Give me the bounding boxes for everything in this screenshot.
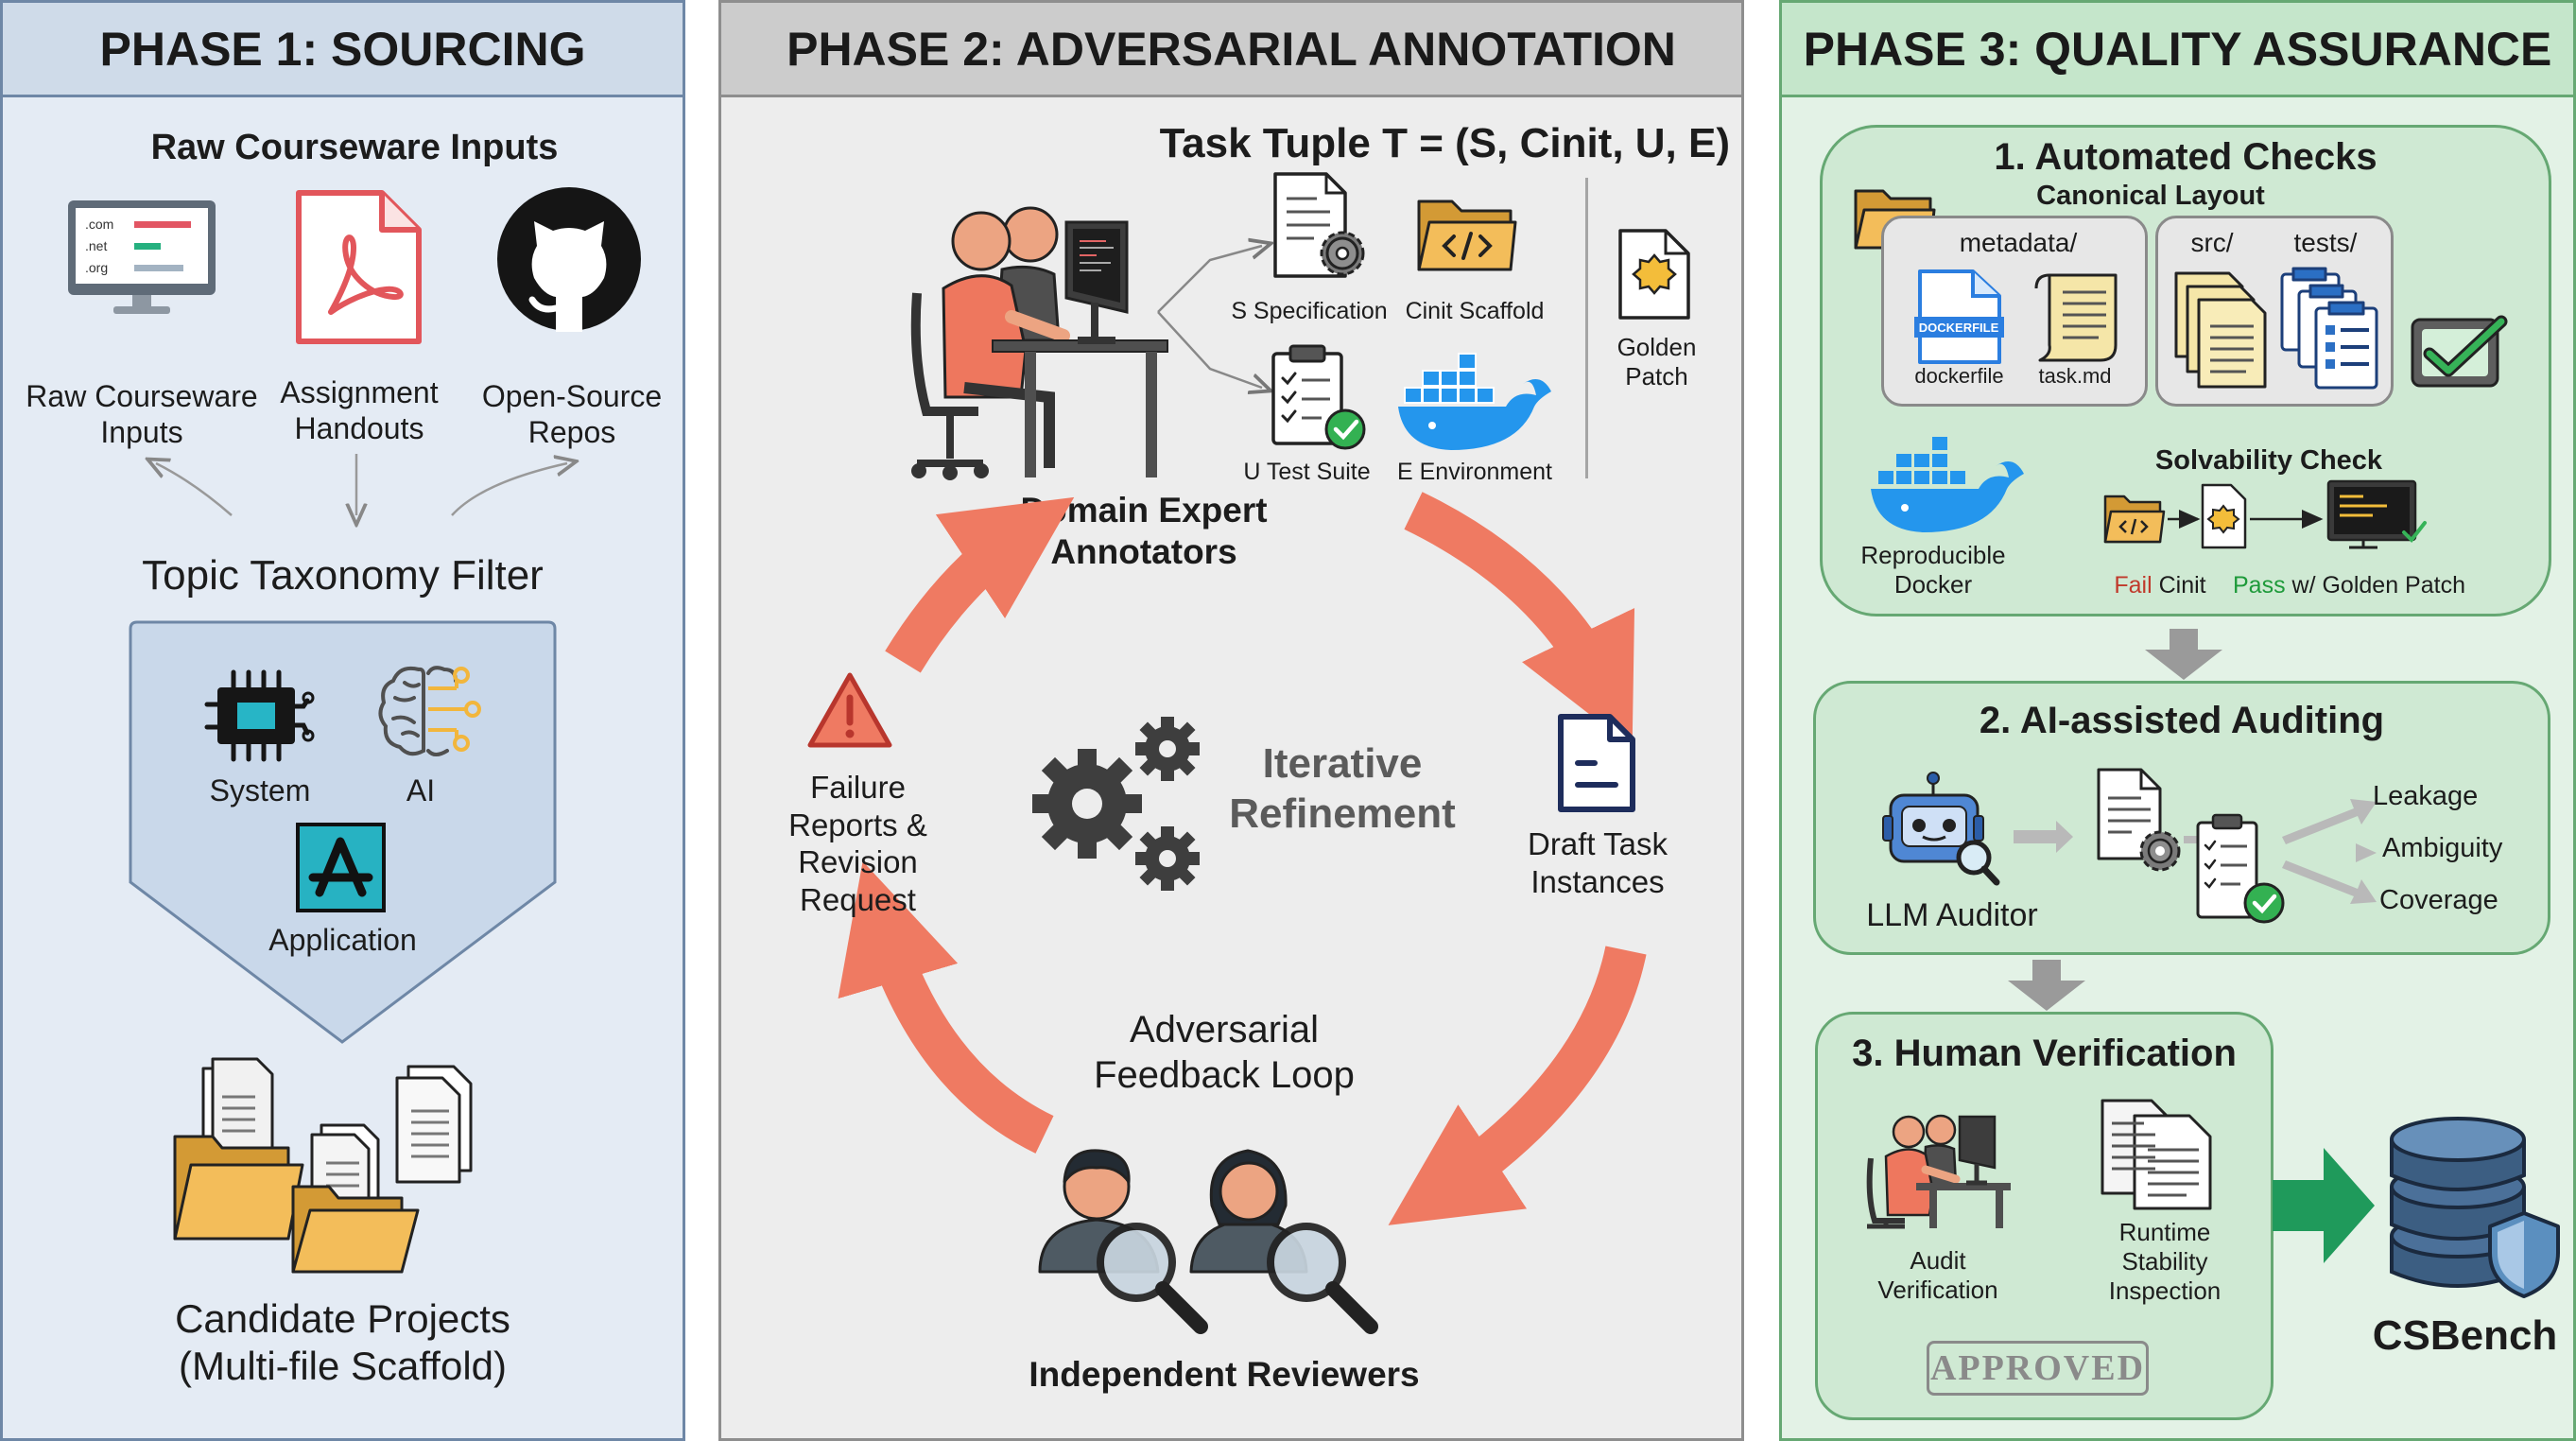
phase1-title: PHASE 1: SOURCING <box>99 22 586 76</box>
task-tuple: Task Tuple T = (S, Cinit, U, E) <box>1159 120 1730 166</box>
pass-golden-label: Pass w/ Golden Patch <box>2222 571 2477 599</box>
fail-rest: Cinit <box>2152 572 2206 599</box>
source-assignment-handouts: Assignment Handouts <box>280 375 439 446</box>
topic-system: System <box>209 773 311 807</box>
phase2-header: PHASE 2: ADVERSARIAL ANNOTATION <box>721 3 1741 97</box>
down-arrow-1 <box>2145 629 2222 680</box>
reviewers-icon <box>1038 1149 1378 1334</box>
url-net: .net <box>85 238 107 253</box>
pass-word: Pass <box>2233 572 2286 599</box>
audit-verification-label: Audit Verification <box>1877 1246 1998 1305</box>
solvability-flow <box>2103 479 2427 549</box>
csbench-database-icon <box>2390 1117 2560 1298</box>
check-leakage: Leakage <box>2373 781 2479 811</box>
dockerfile-icon: DOCKERFILE <box>1914 269 2004 364</box>
feedback-loop-arrows <box>838 492 1647 1225</box>
raw-inputs-title: Raw Courseware Inputs <box>150 128 559 167</box>
source-open-source-repos: Open-Source Repos <box>481 379 663 450</box>
reviewers-label: Independent Reviewers <box>1029 1355 1420 1394</box>
tuple-divider <box>1585 178 1588 478</box>
metadata-dir-label: metadata/ <box>1959 228 2078 257</box>
task-md-icon <box>2034 273 2118 362</box>
golden-patch-label: Golden Patch <box>1616 333 1697 391</box>
llm-auditor-label: LLM Auditor <box>1866 897 2038 933</box>
human-verification-title: 3. Human Verification <box>1852 1033 2237 1074</box>
approved-text: APPROVED <box>1929 1348 2146 1388</box>
check-ambiguity: Ambiguity <box>2382 833 2503 863</box>
topic-filter-title: Topic Taxonomy Filter <box>142 552 544 599</box>
topic-ai: AI <box>406 773 436 807</box>
reproducible-docker-icon <box>1871 435 2024 532</box>
src-dir-label: src/ <box>2190 228 2234 257</box>
pdf-icon <box>296 190 422 344</box>
annotators-icon <box>910 206 1168 480</box>
tests-dir-label: tests/ <box>2293 228 2358 257</box>
adversarial-loop-label: Adversarial Feedback Loop <box>1094 1009 1355 1096</box>
scaffold-folder-icon <box>1417 200 1517 271</box>
check-coverage: Coverage <box>2379 885 2498 915</box>
phase2-title: PHASE 2: ADVERSARIAL ANNOTATION <box>787 22 1676 76</box>
url-org: .org <box>85 260 108 275</box>
failure-reports-label: Failure Reports & Revision Request <box>788 770 927 917</box>
reproducible-docker-label: Reproducible Docker <box>1860 541 2006 599</box>
down-arrow-2 <box>2008 960 2085 1011</box>
component-specification: S Specification <box>1231 298 1388 324</box>
final-arrow <box>2273 1148 2375 1263</box>
monitor-icon: .com .net .org <box>68 200 216 314</box>
application-icon <box>296 823 386 912</box>
warning-icon <box>807 672 892 748</box>
topic-application: Application <box>268 923 417 957</box>
automated-checks-title: 1. Automated Checks <box>1994 136 2377 178</box>
phase3-title: PHASE 3: QUALITY ASSURANCE <box>1803 22 2552 76</box>
candidate-projects-label: Candidate Projects (Multi-file Scaffold) <box>175 1296 510 1389</box>
component-scaffold: Cinit Scaffold <box>1405 298 1545 324</box>
fail-cinit-label: Fail Cinit <box>2094 571 2226 599</box>
runtime-docs-icon <box>2101 1099 2212 1210</box>
src-files-icon <box>2174 271 2267 389</box>
solvability-title: Solvability Check <box>2154 445 2383 476</box>
draft-task-label: Draft Task Instances <box>1528 826 1668 899</box>
phase3-header: PHASE 3: QUALITY ASSURANCE <box>1782 3 2573 97</box>
source-raw-courseware: Raw Courseware Inputs <box>26 379 258 450</box>
audit-verification-icon <box>1866 1114 2011 1229</box>
csbench-label: CSBench <box>2372 1312 2558 1359</box>
golden-patch-icon <box>1618 229 1690 320</box>
branch-connectors <box>1157 217 1276 416</box>
ai-auditing-title: 2. AI-assisted Auditing <box>1979 700 2385 741</box>
phase1-header: PHASE 1: SOURCING <box>3 3 683 97</box>
source-connector-arrows <box>0 454 685 567</box>
environment-docker-icon <box>1398 353 1551 450</box>
approved-stamp: APPROVED <box>1927 1341 2149 1396</box>
validated-check-icon <box>2411 315 2508 388</box>
pass-rest: w/ Golden Patch <box>2285 572 2465 599</box>
tests-files-icon <box>2280 267 2378 390</box>
url-com: .com <box>85 217 113 232</box>
component-environment: E Environment <box>1397 459 1552 485</box>
audit-flow-icons <box>2014 768 2285 924</box>
fail-word: Fail <box>2114 572 2152 599</box>
brain-icon <box>378 666 481 756</box>
file-task-md: task.md <box>2038 364 2112 388</box>
draft-task-icon <box>1558 714 1635 812</box>
test-suite-icon <box>1271 344 1366 450</box>
gears-icon <box>1032 717 1200 891</box>
github-icon <box>497 187 641 332</box>
audit-branch-arrows <box>2282 799 2377 904</box>
robot-icon <box>1882 772 2000 886</box>
candidate-projects-icon <box>173 1057 473 1274</box>
dockerfile-badge: DOCKERFILE <box>1919 321 1999 335</box>
runtime-inspection-label: Runtime Stability Inspection <box>2108 1218 2222 1306</box>
chip-icon <box>204 669 315 762</box>
specification-icon <box>1273 172 1365 278</box>
iterative-refinement-label: Iterative Refinement <box>1229 740 1456 837</box>
component-test-suite: U Test Suite <box>1243 459 1371 485</box>
canonical-layout-title: Canonical Layout <box>2036 181 2265 211</box>
file-dockerfile: dockerfile <box>1914 364 2004 388</box>
